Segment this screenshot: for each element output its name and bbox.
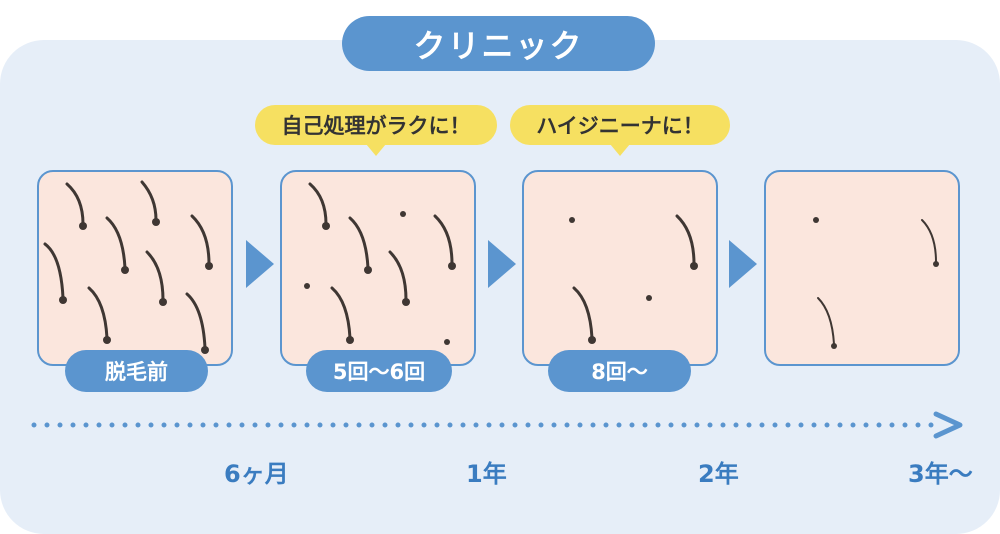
timeline-tick-6-months: 6ヶ月 — [224, 460, 289, 488]
skin-panel-final — [764, 170, 960, 366]
skin-panel-5-6 — [280, 170, 476, 366]
hair-illustration — [569, 214, 698, 344]
hair-illustration — [304, 182, 456, 345]
right-arrow-icon — [729, 240, 757, 288]
right-arrow-icon — [488, 240, 516, 288]
speech-bubble-hygienic: ハイジニーナに！ — [510, 105, 730, 156]
stage-label-5-6: 5回〜6回 — [306, 350, 452, 392]
skin-panel-8 — [522, 170, 718, 366]
timeline-tick-1-year: 1年 — [466, 460, 507, 488]
stage-label-text: 5回〜6回 — [332, 360, 426, 384]
right-arrow-icon — [246, 240, 274, 288]
timeline-tick-3-years: 3年〜 — [908, 460, 973, 488]
hair-illustration — [43, 180, 213, 354]
stage-label-before: 脱毛前 — [65, 350, 208, 392]
hair-illustration — [813, 217, 939, 349]
stage-label-8: 8回〜 — [548, 350, 691, 392]
skin-panel-before — [37, 170, 233, 366]
speech-bubble-self-care: 自己処理がラクに！ — [255, 105, 497, 156]
stage-label-text: 8回〜 — [591, 360, 648, 384]
page-title: クリニック — [413, 26, 584, 65]
title-pill: クリニック — [342, 16, 655, 71]
bubble-text: 自己処理がラクに！ — [281, 114, 471, 138]
timeline-tick-2-years: 2年 — [698, 460, 739, 488]
bubble-text: ハイジニーナに！ — [536, 114, 704, 138]
stage-label-text: 脱毛前 — [105, 360, 168, 384]
timeline-arrow — [31, 411, 963, 439]
